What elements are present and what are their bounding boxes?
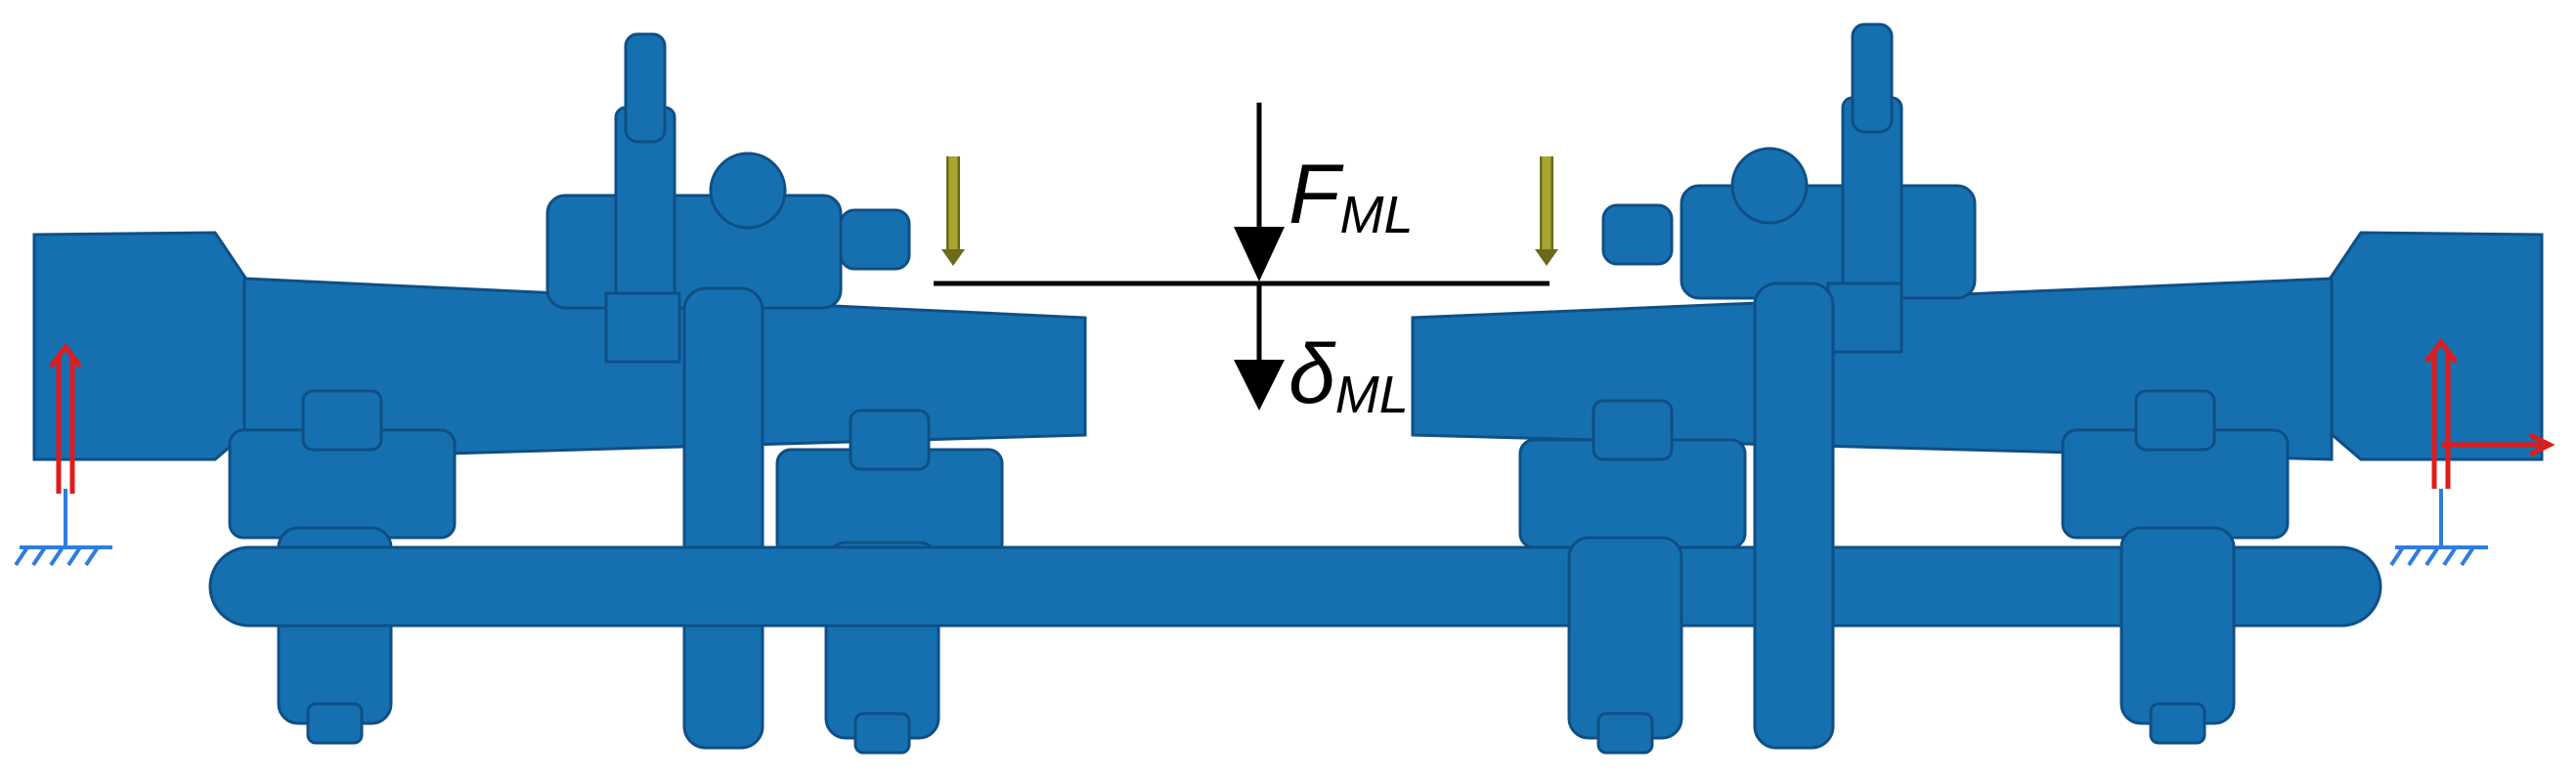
right-bolt-head xyxy=(1730,147,1809,225)
deflection-arrowhead xyxy=(1234,360,1285,411)
right-clamp-1-nut xyxy=(1592,399,1674,461)
left-assembly xyxy=(32,32,1087,755)
right-side-knob xyxy=(1601,203,1674,266)
left-vertical-post xyxy=(682,286,764,750)
right-lower-fitting-1-tip xyxy=(1596,712,1654,755)
force-label: FML xyxy=(1288,148,1414,244)
deflection-label: δML xyxy=(1288,327,1409,424)
left-lower-fitting-2-tip xyxy=(853,712,911,755)
left-clamp-square xyxy=(604,291,681,364)
left-bolt-head xyxy=(709,152,787,230)
force-arrowhead xyxy=(1234,227,1285,282)
right-clamp-square xyxy=(1826,282,1903,354)
left-side-knob xyxy=(839,208,911,271)
right-handle-top xyxy=(1851,22,1894,134)
right-lower-fitting-2-tip xyxy=(2149,702,2206,745)
right-upper-block xyxy=(1680,184,1977,300)
right-lower-fitting-1 xyxy=(1567,536,1683,740)
displacement-constraint-icon xyxy=(49,342,82,494)
left-clamp-2-nut xyxy=(849,409,931,471)
left-handle-top xyxy=(624,32,667,144)
point-load-arrow-icon xyxy=(1535,156,1558,266)
point-load-arrow-icon xyxy=(941,156,965,266)
fixed-support-icon xyxy=(2389,489,2488,567)
fixed-support-icon xyxy=(14,489,112,567)
left-clamp-1-nut xyxy=(301,389,383,452)
right-vertical-post xyxy=(1753,282,1835,750)
left-lower-fitting-1-tip xyxy=(306,702,364,745)
right-lower-fitting-2 xyxy=(2119,526,2236,725)
connecting-bar xyxy=(208,545,2382,628)
right-clamp-2-nut xyxy=(2134,389,2216,452)
displacement-constraint-icon xyxy=(2424,337,2555,489)
right-assembly xyxy=(1411,22,2544,755)
